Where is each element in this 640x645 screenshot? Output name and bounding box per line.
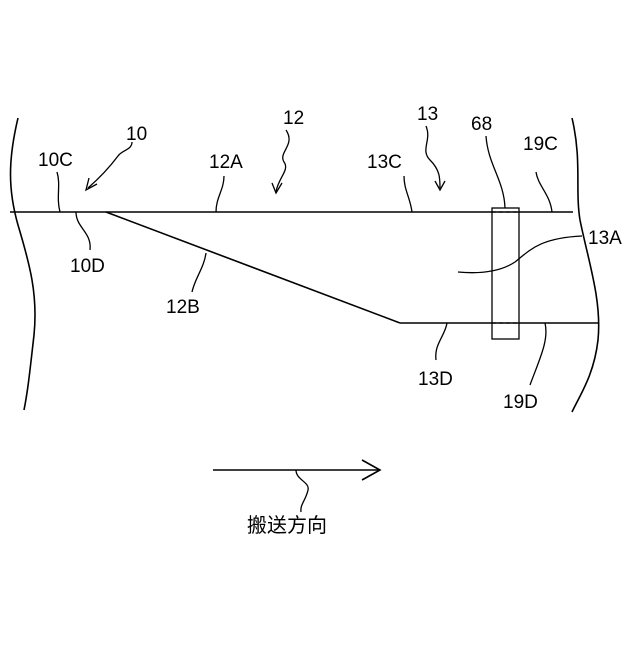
leader-13-arrow <box>426 126 440 188</box>
leader-13c <box>404 176 412 212</box>
direction-caption: 搬送方向 <box>247 513 327 537</box>
label-10d: 10D <box>70 256 105 277</box>
label-13d: 13D <box>418 369 453 390</box>
label-13: 13 <box>417 104 438 125</box>
leader-19c <box>536 172 552 212</box>
leader-10c <box>57 172 60 212</box>
label-68: 68 <box>471 114 492 135</box>
leader-12-arrow <box>276 130 289 192</box>
leader-12b <box>192 253 206 292</box>
right-break-line <box>572 118 599 412</box>
leader-10d <box>76 212 90 250</box>
leader-68 <box>486 136 505 208</box>
label-13a: 13A <box>588 228 622 249</box>
leader-13a <box>458 236 582 273</box>
label-12b: 12B <box>166 297 200 318</box>
leader-10-arrow <box>88 142 132 188</box>
label-19c: 19C <box>523 134 558 155</box>
leader-13d <box>436 323 447 360</box>
member-68-box <box>492 208 519 339</box>
diagonal-edge-12b <box>106 212 400 323</box>
left-break-line <box>11 118 36 410</box>
label-19d: 19D <box>503 392 538 413</box>
label-10: 10 <box>126 124 147 145</box>
label-10c: 10C <box>38 150 73 171</box>
leader-19d <box>530 323 546 385</box>
leader-12a <box>216 176 224 212</box>
leader-direction <box>296 470 308 512</box>
label-12: 12 <box>283 108 304 129</box>
label-12a: 12A <box>209 152 243 173</box>
label-13c: 13C <box>367 152 402 173</box>
